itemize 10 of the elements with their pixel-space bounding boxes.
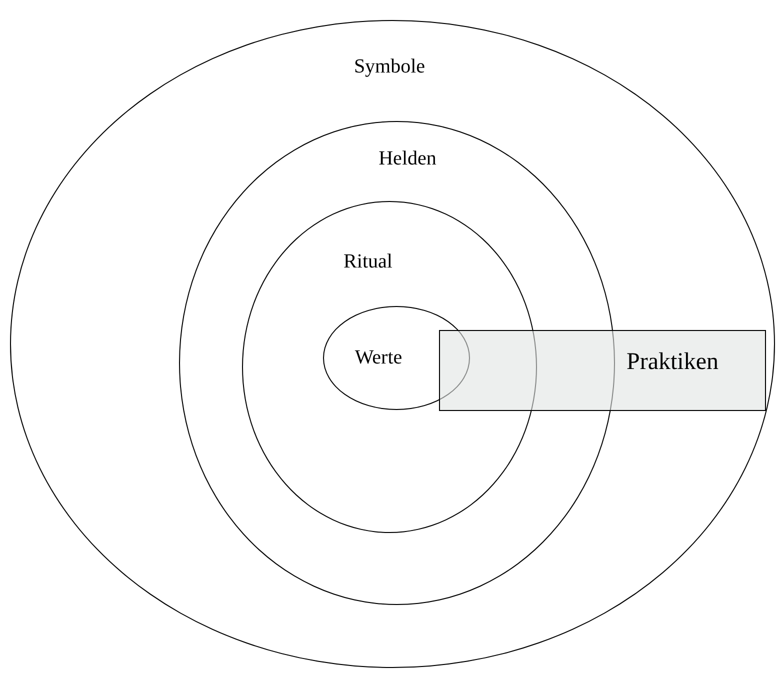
ellipse-layer [323, 306, 470, 410]
ellipse-layer [242, 200, 536, 532]
layer-label: Symbole [354, 55, 426, 78]
overlay-box [439, 330, 766, 411]
ellipse-layer [179, 121, 615, 605]
layer-label: Werte [354, 346, 402, 369]
layer-label: Ritual [344, 250, 392, 274]
layer-label: Praktiken [626, 348, 718, 376]
layer-label: Helden [378, 147, 436, 170]
ellipse-layer [10, 20, 775, 668]
